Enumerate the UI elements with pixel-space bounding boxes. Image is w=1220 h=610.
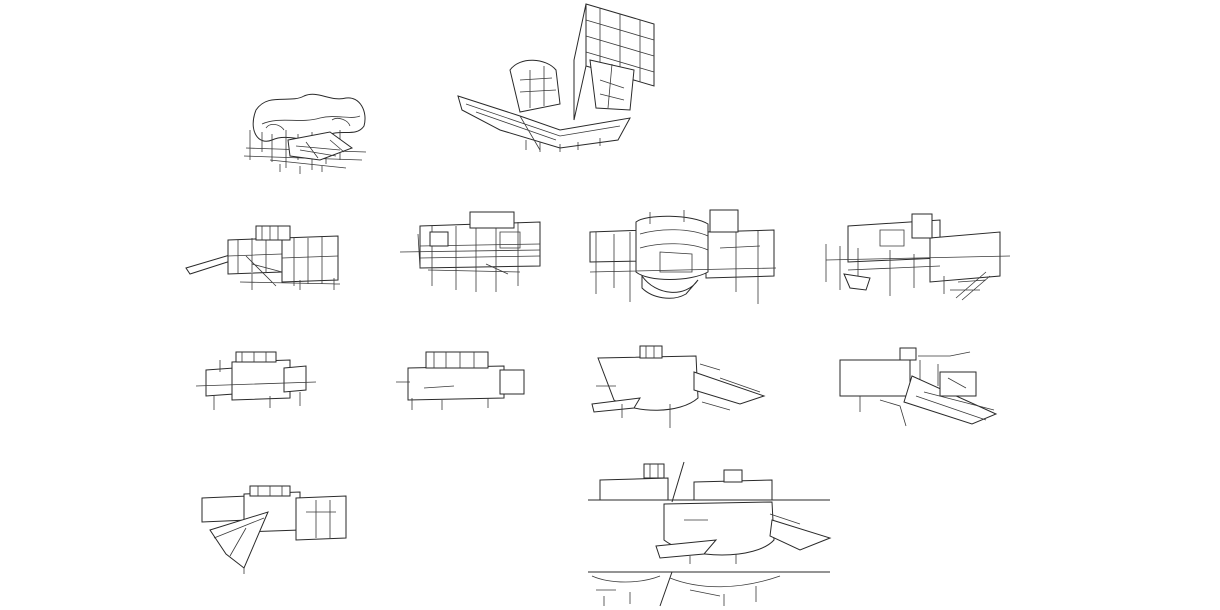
axonometric-view-9	[591, 345, 766, 428]
section-break-line-2	[659, 571, 673, 607]
axonometric-view-5	[589, 209, 777, 304]
axonometric-view-1	[243, 93, 367, 174]
axonometric-view-3	[185, 225, 341, 290]
exploded-section-view	[588, 461, 832, 607]
axonometric-view-10	[839, 347, 998, 427]
axonometric-view-4	[399, 211, 541, 292]
section-break-line-1	[671, 461, 685, 503]
axonometric-view-8	[396, 351, 525, 410]
axonometric-view-11	[201, 485, 347, 574]
axonometric-view-2	[457, 3, 655, 152]
axonometric-view-7	[195, 351, 317, 410]
axonometric-view-6	[825, 213, 1011, 301]
